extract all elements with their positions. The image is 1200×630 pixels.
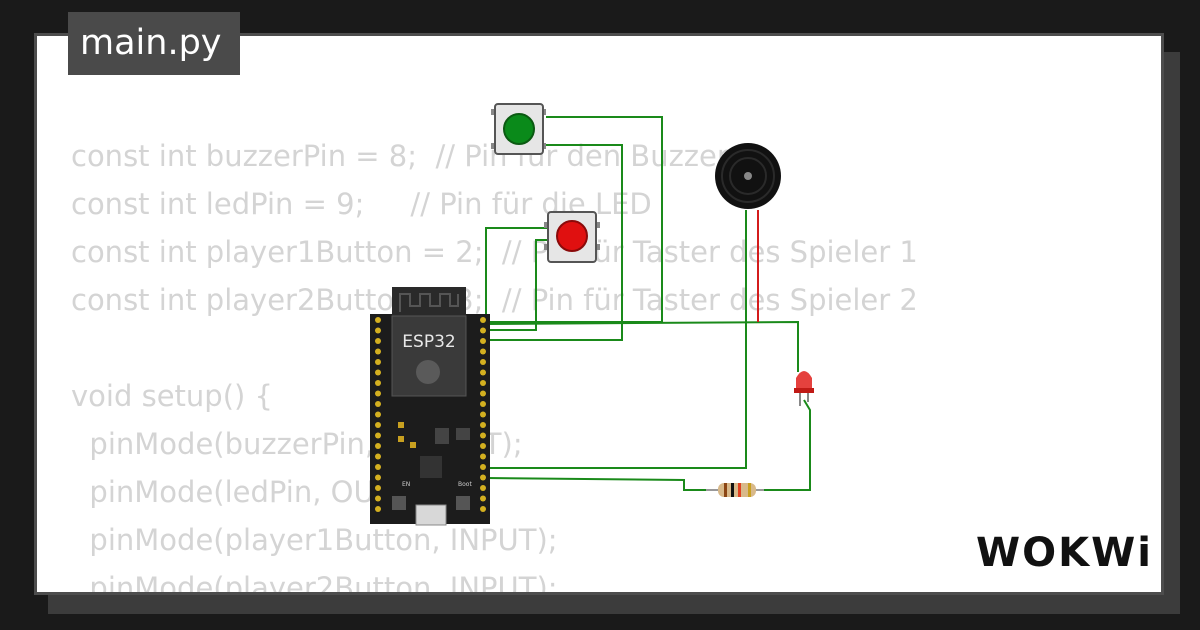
header-pin[interactable] [375,317,381,323]
header-pin[interactable] [480,390,486,397]
header-pin[interactable] [480,422,486,428]
header-pin[interactable] [480,380,486,386]
header-pin[interactable] [375,495,381,502]
pins-left [375,317,381,512]
header-pin[interactable] [480,327,486,334]
header-pin[interactable] [375,327,381,334]
esp32-board[interactable]: ESP32 EN Boot [370,287,490,526]
file-tab-main-py[interactable]: main.py [68,12,240,75]
code-line: const int buzzerPin = 8; // Pin für den … [71,139,729,173]
header-pin[interactable] [480,474,486,481]
wire-red-button-b[interactable] [485,227,548,316]
push-button-red[interactable] [544,211,600,263]
header-pin[interactable] [375,506,381,512]
header-pin[interactable] [375,474,381,481]
header-pin[interactable] [375,485,381,491]
wires [485,116,811,491]
header-pin[interactable] [480,359,486,365]
usb-connector [415,504,447,526]
wire-resistor[interactable] [485,477,708,491]
header-pin[interactable] [480,401,486,407]
wokwi-logo: WOKWi [976,530,1150,576]
header-pin[interactable] [375,443,381,449]
en-label: EN [402,481,410,488]
preview-card: const int buzzerPin = 8; // Pin für den … [34,33,1164,595]
header-pin[interactable] [480,317,486,323]
header-pin[interactable] [480,495,486,502]
code-line: pinMode(player2Button, INPUT); [71,571,558,595]
code-line: pinMode(player1Button, INPUT); [71,523,558,557]
header-pin[interactable] [375,348,381,355]
wokwi-logo-text: WOKWi [976,530,1150,576]
wire-green-button-b[interactable] [486,144,623,341]
header-pin[interactable] [480,443,486,449]
pins-right [480,317,486,512]
code-line: void setup() { [71,379,273,413]
code-line: const int player2Button = 3; // Pin für … [71,283,918,317]
code-line: const int ledPin = 9; // Pin für die LED [71,187,652,221]
resistor[interactable] [706,483,764,497]
header-pin[interactable] [480,453,486,460]
header-pin[interactable] [375,338,381,344]
board-label: ESP32 [402,332,455,352]
header-pin[interactable] [480,338,486,344]
wire-led-cathode[interactable] [760,399,811,491]
wire-green-button-a[interactable] [486,116,663,323]
header-pin[interactable] [375,369,381,376]
led-red[interactable] [794,371,814,406]
piezo-buzzer[interactable] [715,143,781,209]
header-pin[interactable] [375,432,381,439]
header-pin[interactable] [480,485,486,491]
header-pin[interactable] [480,411,486,418]
header-pin[interactable] [480,369,486,376]
header-pin[interactable] [375,359,381,365]
boot-label: Boot [458,481,472,488]
header-pin[interactable] [375,422,381,428]
wire-red-button-a[interactable] [486,239,548,331]
header-pin[interactable] [480,506,486,512]
header-pin[interactable] [375,380,381,386]
header-pin[interactable] [375,464,381,470]
header-pin[interactable] [480,432,486,439]
header-pin[interactable] [480,348,486,355]
header-pin[interactable] [480,464,486,470]
wire-led-anode[interactable] [485,320,799,372]
header-pin[interactable] [375,453,381,460]
header-pin[interactable] [375,411,381,418]
wire-buzzer[interactable] [486,210,747,469]
push-button-green[interactable] [491,103,546,155]
header-pin[interactable] [375,390,381,397]
header-pin[interactable] [375,401,381,407]
